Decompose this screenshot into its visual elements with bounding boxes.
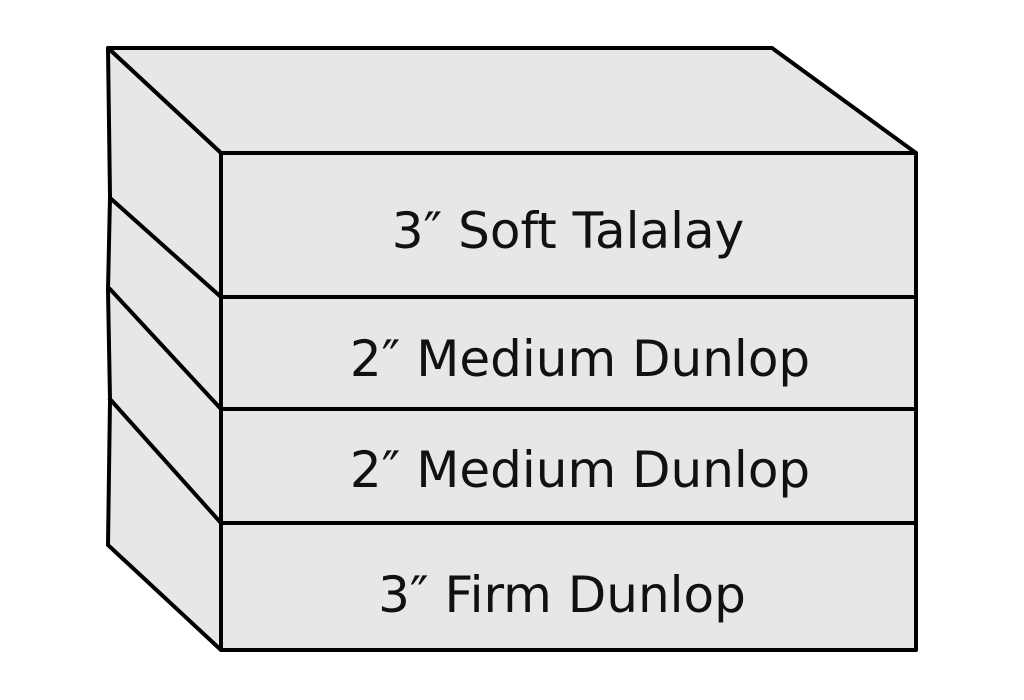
layer-label: 3″ Soft Talalay (392, 202, 745, 260)
side-divider (107, 396, 223, 525)
top-face (106, 46, 918, 155)
layer-label: 3″ Firm Dunlop (378, 566, 746, 624)
side-divider (107, 195, 223, 299)
layer-label: 2″ Medium Dunlop (350, 330, 810, 388)
layer-label: 2″ Medium Dunlop (350, 441, 810, 499)
side-divider (107, 286, 223, 411)
front-face (219, 151, 918, 652)
